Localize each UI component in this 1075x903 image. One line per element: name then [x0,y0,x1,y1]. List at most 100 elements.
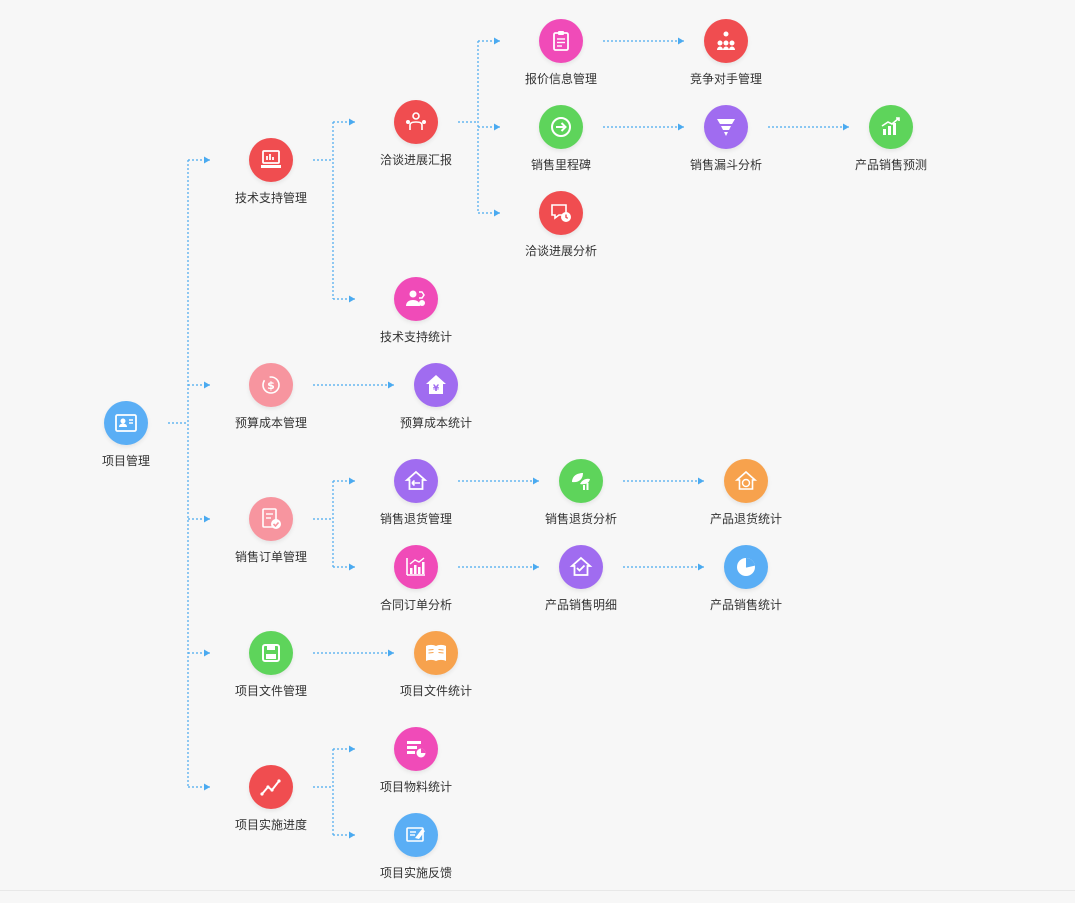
floppy-icon-glyph [262,644,280,662]
connector-arrowhead [678,123,684,131]
pie-icon-glyph [737,557,755,576]
svg-text:$: $ [267,379,275,392]
node-xsld[interactable]: 销售漏斗分析 [671,105,781,185]
node-jstj[interactable]: 技术支持统计 [361,277,471,357]
node-xsthgl[interactable]: 销售退货管理 [361,459,471,539]
connector-arrowhead [349,563,355,571]
hierarchy-icon-glyph [717,31,735,50]
connector-arrowhead [533,477,539,485]
node-label: 销售退货分析 [544,512,617,526]
connector-arrowhead [698,477,704,485]
node-xsthfx[interactable]: 销售退货分析 [526,459,636,539]
clipboard-icon [539,19,583,63]
hierarchy-icon [704,19,748,63]
book-icon [414,631,458,675]
connector-arrowhead [349,745,355,753]
node-label: 预算成本统计 [399,416,472,430]
node-label: 技术支持统计 [379,330,452,344]
material-icon [394,727,438,771]
id-card-icon [104,401,148,445]
house-detail-icon-glyph [569,556,593,576]
node-bjxx[interactable]: 报价信息管理 [506,19,616,99]
dollar-cycle-icon-glyph: $ [262,376,280,394]
node-label: 项目文件统计 [399,684,472,698]
yen-house-icon-glyph: ¥ [426,375,446,394]
connector-arrowhead [678,37,684,45]
footer-divider [0,890,1075,891]
node-label: 合同订单分析 [379,598,452,612]
connector-arrowhead [533,563,539,571]
node-xslc[interactable]: 销售里程碑 [506,105,616,185]
node-xsdd[interactable]: 销售订单管理 [216,497,326,577]
node-label: 产品销售预测 [854,158,927,172]
connector-arrowhead [204,381,210,389]
arrow-circle-icon [539,105,583,149]
book-icon-glyph [426,644,446,661]
connector-arrowhead [494,123,500,131]
leaf-chart-icon [559,459,603,503]
trend-line-icon [249,765,293,809]
feedback-icon [394,813,438,857]
connector-arrowhead [204,783,210,791]
return-house-icon [394,459,438,503]
connector-arrowhead [349,477,355,485]
meeting-icon [394,100,438,144]
node-label: 产品退货统计 [709,512,782,526]
growth-chart-icon-glyph [881,117,900,135]
connector-arrowhead [349,831,355,839]
node-xmss[interactable]: 项目实施进度 [216,765,326,845]
node-label: 销售退货管理 [379,512,452,526]
node-label: 项目管理 [101,454,150,468]
node-label: 项目文件管理 [234,684,307,698]
trend-line-icon-glyph [260,779,281,796]
bar-chart-icon-glyph [406,557,425,576]
node-qtjz[interactable]: 洽谈进展汇报 [361,100,471,180]
support-icon-glyph [406,290,425,306]
return-stat-icon-glyph [734,470,758,490]
connector-arrowhead [843,123,849,131]
node-ystj[interactable]: $预算成本管理 [216,363,326,443]
growth-chart-icon [869,105,913,149]
node-cpthtj[interactable]: 产品退货统计 [691,459,801,539]
node-xmwltj[interactable]: 项目物料统计 [361,727,471,807]
funnel-icon-glyph [717,119,735,136]
connector-arrowhead [349,295,355,303]
node-cpxstj[interactable]: 产品销售统计 [691,545,801,625]
node-cpyc[interactable]: 产品销售预测 [836,105,946,185]
node-xmwjtj[interactable]: 项目文件统计 [381,631,491,711]
bar-chart-icon [394,545,438,589]
node-label: 产品销售统计 [709,598,782,612]
material-icon-glyph [407,741,426,758]
node-xmwj[interactable]: 项目文件管理 [216,631,326,711]
node-jszc[interactable]: 技术支持管理 [216,138,326,218]
chat-clock-icon-glyph [551,204,571,222]
connector-arrowhead [698,563,704,571]
leaf-chart-icon-glyph [572,473,590,490]
node-htdd[interactable]: 合同订单分析 [361,545,471,625]
id-card-icon-glyph [115,414,137,432]
node-label: 竞争对手管理 [689,72,762,86]
connector-arrowhead [204,515,210,523]
node-label: 项目实施进度 [234,818,307,832]
node-label: 洽谈进展分析 [524,244,597,258]
node-xmssfk[interactable]: 项目实施反馈 [361,813,471,893]
connector-arrowhead [494,37,500,45]
return-stat-icon [724,459,768,503]
node-label: 销售订单管理 [234,550,307,564]
funnel-icon [704,105,748,149]
node-label: 项目物料统计 [379,780,452,794]
floppy-icon [249,631,293,675]
dollar-cycle-icon: $ [249,363,293,407]
node-ysbtj[interactable]: ¥ 预算成本统计 [381,363,491,443]
svg-text:¥: ¥ [433,384,440,394]
node-label: 销售里程碑 [530,158,591,172]
node-qtfx[interactable]: 洽谈进展分析 [506,191,616,271]
feedback-icon-glyph [406,827,425,842]
arrow-circle-icon-glyph [551,117,571,137]
node-cpxsmx[interactable]: 产品销售明细 [526,545,636,625]
node-jzds[interactable]: 竞争对手管理 [671,19,781,99]
node-label: 报价信息管理 [524,72,597,86]
node-root[interactable]: 项目管理 [71,401,181,481]
